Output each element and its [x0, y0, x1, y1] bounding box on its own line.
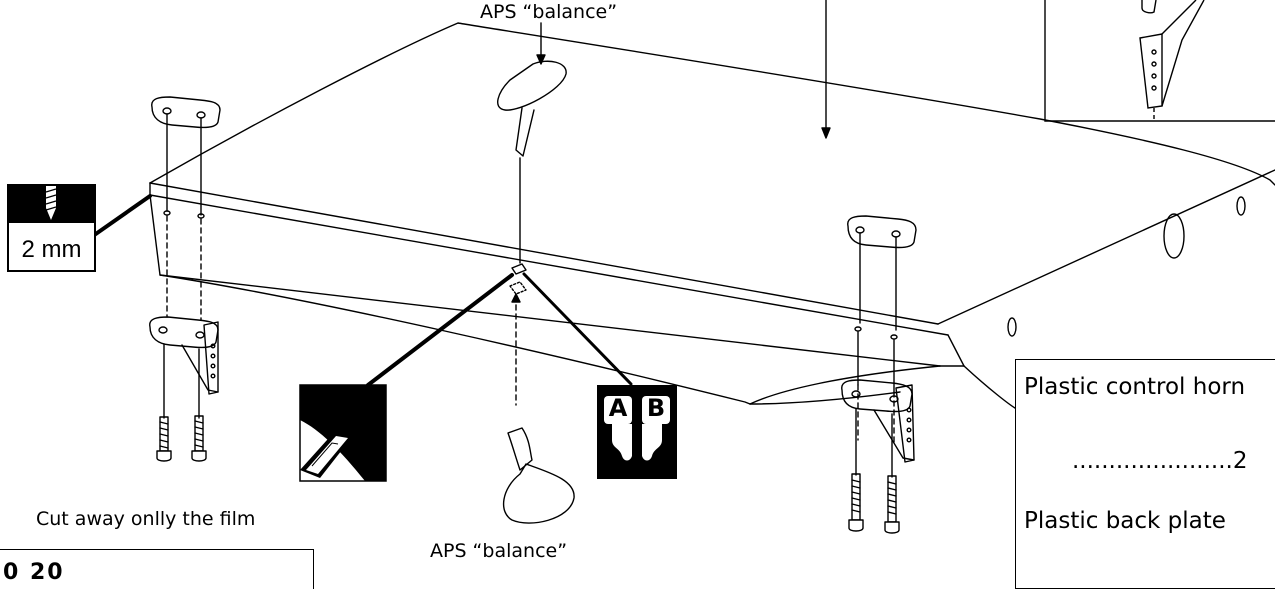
- bottom-info-text: 0 20: [3, 560, 65, 585]
- balance-bottom-label: APS “balance”: [430, 540, 568, 562]
- right-horn-assembly: [841, 215, 917, 534]
- inset-detail-box: [1044, 0, 1275, 122]
- drill-size-badge: 2 mm: [7, 184, 96, 272]
- tip-hole-small-2: [1007, 317, 1017, 337]
- horn-part-label: Plastic control horn: [1024, 374, 1246, 400]
- balance-top-part: [497, 22, 567, 406]
- left-horn-assembly: [149, 96, 221, 462]
- stabilizer-wing: [149, 22, 1275, 409]
- glue-b-letter: B: [646, 394, 666, 422]
- horn-part-qty: ......................2: [1072, 448, 1248, 474]
- parts-list: Plastic control horn ...................…: [1015, 359, 1275, 589]
- drill-bit-icon: [9, 186, 94, 223]
- glue-a-letter: A: [608, 394, 628, 422]
- glue-ab-icon: [597, 385, 677, 479]
- drill-size-text: 2 mm: [21, 236, 82, 263]
- balance-bottom-part: [502, 427, 575, 524]
- cut-film-label: Cut away onlly the film: [36, 508, 256, 530]
- bottom-info-box: 0 20: [0, 549, 314, 589]
- pointer-arrow-icon: [821, 127, 831, 139]
- cut-film-detail: [299, 384, 387, 482]
- tip-hole-small: [1236, 196, 1246, 216]
- plate-part-label: Plastic back plate: [1024, 508, 1226, 534]
- lightening-hole-large: [1163, 213, 1185, 259]
- balance-top-label: APS “balance”: [480, 1, 618, 23]
